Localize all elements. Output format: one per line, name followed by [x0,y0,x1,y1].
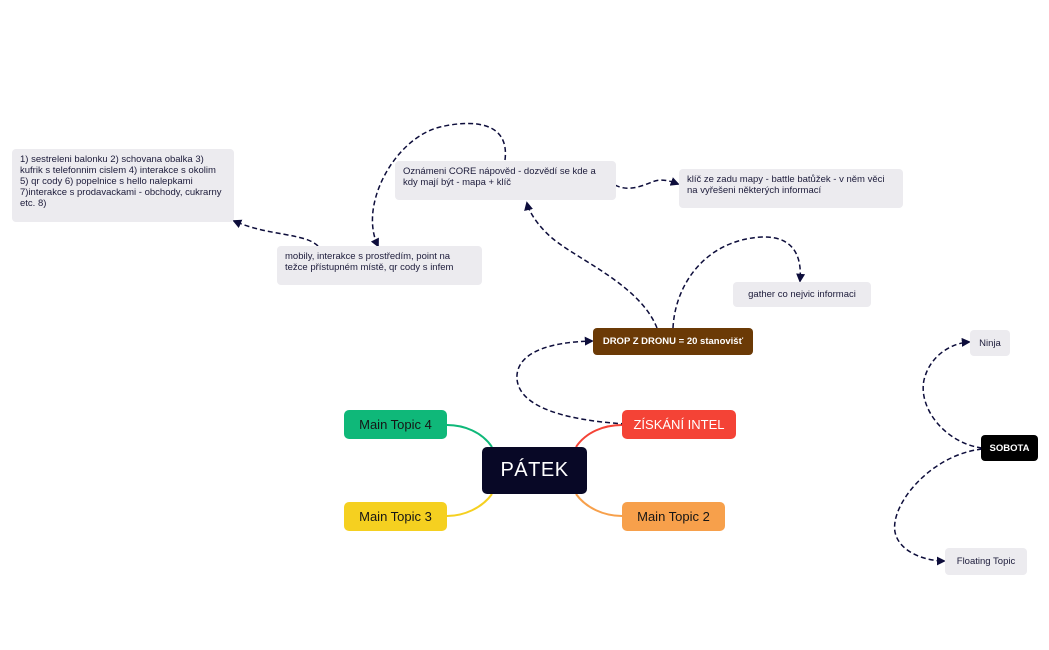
dashed-connector-sobota-to-ninja [922,337,983,449]
note-ninja[interactable]: Ninja [970,330,1010,356]
note-text: Oznámeni CORE nápověd - dozvědí se kde a… [403,166,596,188]
dashed-connector-drop-to-gather [672,236,806,329]
subtopic-label: DROP Z DRONU = 20 stanovišť [602,336,744,347]
dashed-connector-oznameni-to-mobily [370,122,507,248]
main-topic-label: Main Topic 2 [637,509,710,524]
main-topic-label: Main Topic 4 [359,417,432,432]
main-topic-3[interactable]: Main Topic 3 [344,502,447,531]
main-topic-label: Main Topic 3 [359,509,432,524]
note-text: 1) sestreleni balonku 2) schovana obalka… [20,154,222,209]
note-seznam-aktivit[interactable]: 1) sestreleni balonku 2) schovana obalka… [12,149,234,222]
note-gather[interactable]: gather co nejvic informaci [733,282,871,307]
branch-connector-zisk-intel [575,424,623,448]
dashed-connector-mobily-to-seznam [232,219,319,247]
dashed-connector-intel-to-drop [516,336,627,425]
main-topic-ziskani-intel[interactable]: ZÍSKÁNÍ INTEL [622,410,736,439]
note-text: Floating Topic [956,556,1016,567]
central-topic-patek[interactable]: PÁTEK [482,447,587,494]
main-topic-label: ZÍSKÁNÍ INTEL [633,417,725,432]
main-topic-2[interactable]: Main Topic 2 [622,502,725,531]
floating-topic-label: SOBOTA [989,442,1030,454]
note-oznameni-core[interactable]: Oznámeni CORE nápověd - dozvědí se kde a… [395,161,616,200]
note-mobily[interactable]: mobily, interakce s prostředím, point na… [277,246,482,285]
note-text: Ninja [979,337,1001,349]
dashed-connector-sobota-to-floating [893,448,983,566]
note-text: klíč ze zadu mapy - battle batůžek - v n… [687,174,885,196]
branch-connector-main-topic-4 [446,424,493,448]
note-klic-ze-zadu-mapy[interactable]: klíč ze zadu mapy - battle batůžek - v n… [679,169,903,208]
branch-connector-main-topic-3 [446,493,493,517]
note-text: mobily, interakce s prostředím, point na… [285,251,454,273]
branch-connector-main-topic-2 [575,493,623,517]
central-topic-label: PÁTEK [500,459,569,481]
note-text: gather co nejvic informaci [748,289,856,300]
subtopic-drop-z-dronu[interactable]: DROP Z DRONU = 20 stanovišť [593,328,753,355]
floating-topic-sobota[interactable]: SOBOTA [981,435,1038,461]
dashed-connector-drop-to-oznameni [524,201,658,329]
dashed-connector-oznameni-to-klic [614,177,680,189]
note-floating-topic[interactable]: Floating Topic [945,548,1027,575]
main-topic-4[interactable]: Main Topic 4 [344,410,447,439]
